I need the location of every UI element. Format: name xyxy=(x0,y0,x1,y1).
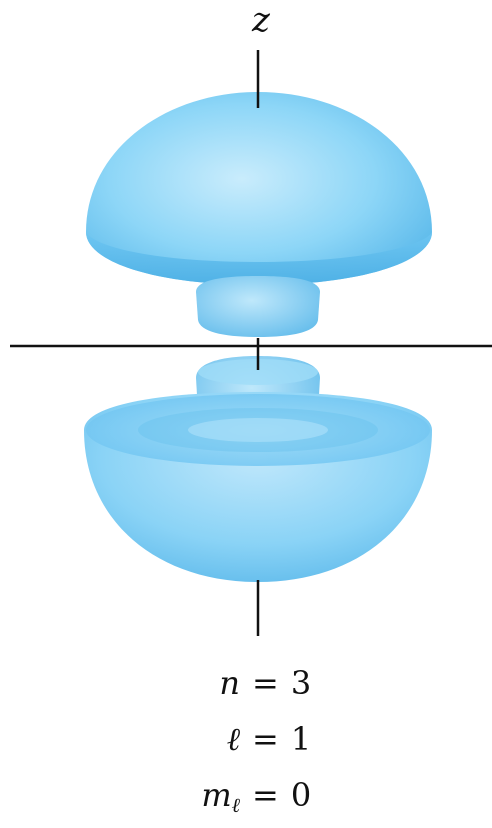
lower-outer-lobe xyxy=(84,392,432,582)
qn-symbol: ℓ xyxy=(190,716,240,772)
quantum-numbers: n=3 ℓ=1 mℓ=0 xyxy=(190,660,330,828)
upper-inner-lobe xyxy=(196,276,320,337)
quantum-number-ml: mℓ=0 xyxy=(190,772,330,828)
z-axis-label: z xyxy=(246,0,276,40)
qn-symbol: n xyxy=(190,660,240,716)
qn-value: 0 xyxy=(291,776,311,814)
qn-symbol: mℓ xyxy=(190,772,240,828)
upper-outer-lobe xyxy=(86,92,432,285)
qn-value: 3 xyxy=(291,664,311,702)
qn-value: 1 xyxy=(291,720,311,758)
quantum-number-l: ℓ=1 xyxy=(190,716,330,772)
quantum-number-n: n=3 xyxy=(190,660,330,716)
